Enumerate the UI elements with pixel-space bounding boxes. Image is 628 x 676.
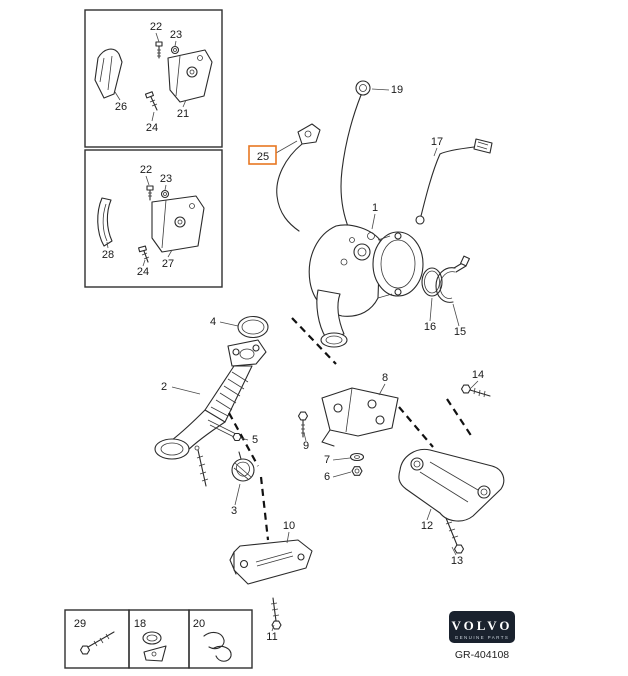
drawing-number: GR-404108 (455, 649, 509, 661)
part-23-nut (170, 45, 180, 55)
part-13-bolt (445, 517, 465, 554)
callout-23-a[interactable]: 23 (170, 29, 182, 41)
part-8-bracket (321, 387, 399, 447)
callout-6[interactable]: 6 (324, 471, 330, 483)
callout-20[interactable]: 20 (193, 618, 205, 630)
part-15-clamp (435, 255, 470, 303)
leader-lines (106, 32, 479, 632)
part-29-bolt (79, 631, 115, 655)
part-12-bracket (398, 448, 505, 522)
callout-19[interactable]: 19 (391, 84, 403, 96)
part-20-clip-kit (203, 631, 232, 662)
part-1-catalytic-converter (308, 224, 424, 348)
part-25-oxygen-sensor (276, 123, 321, 232)
callout-labels: 22 23 26 24 21 22 23 28 24 27 19 25 17 1… (74, 21, 484, 643)
callout-22-b[interactable]: 22 (140, 164, 152, 176)
inset-top-left-box (84, 9, 223, 148)
volvo-logo-box (449, 611, 515, 643)
part-10-bracket (229, 539, 313, 585)
callout-4[interactable]: 4 (210, 316, 216, 328)
part-26-heat-shield (94, 48, 123, 99)
callout-24-b[interactable]: 24 (137, 266, 149, 278)
callout-14[interactable]: 14 (472, 369, 484, 381)
part-14-bolt (460, 384, 491, 398)
callout-3[interactable]: 3 (231, 505, 237, 517)
part-22-bolt (146, 185, 154, 201)
part-9-bolt (297, 411, 309, 438)
volvo-logo: VOLVO GENUINE PARTS (449, 611, 515, 643)
part-27-bracket (151, 195, 205, 253)
brand-name: VOLVO (452, 618, 513, 633)
part-24-bolt (138, 245, 150, 263)
callout-9[interactable]: 9 (303, 440, 309, 452)
callout-21[interactable]: 21 (177, 108, 189, 120)
part-16-seal-ring (421, 267, 443, 297)
callout-5[interactable]: 5 (252, 434, 258, 446)
part-3-rubber-hanger (231, 451, 255, 482)
inset-box-20 (188, 609, 253, 669)
part-19-sensor (340, 80, 371, 230)
alignment-dashed-lines (228, 317, 473, 541)
part-2-flex-pipe (154, 339, 267, 487)
callout-28[interactable]: 28 (102, 249, 114, 261)
callout-7[interactable]: 7 (324, 454, 330, 466)
callout-17[interactable]: 17 (431, 136, 443, 148)
callout-12[interactable]: 12 (421, 520, 433, 532)
brand-tagline: GENUINE PARTS (455, 635, 510, 640)
part-17-sensor (415, 138, 493, 225)
callout-15[interactable]: 15 (454, 326, 466, 338)
part-7-washer (349, 452, 365, 462)
callout-26[interactable]: 26 (115, 101, 127, 113)
callout-23-b[interactable]: 23 (160, 173, 172, 185)
part-22-bolt (155, 41, 163, 59)
callout-27[interactable]: 27 (162, 258, 174, 270)
part-6-nut (351, 466, 363, 476)
part-24-bolt (144, 91, 158, 111)
callout-1[interactable]: 1 (372, 202, 378, 214)
highlight-box-25 (248, 145, 277, 165)
callout-22-a[interactable]: 22 (150, 21, 162, 33)
callout-16[interactable]: 16 (424, 321, 436, 333)
callout-25[interactable]: 25 (257, 151, 269, 163)
part-18-clamp-kit (142, 631, 167, 662)
part-21-bracket (167, 49, 213, 103)
inset-box-18 (128, 609, 190, 669)
part-4-gasket (237, 315, 269, 339)
callout-13[interactable]: 13 (451, 555, 463, 567)
part-23-nut (160, 189, 170, 199)
callout-29[interactable]: 29 (74, 618, 86, 630)
part-28-bracket (97, 197, 113, 247)
part-5-nut (232, 432, 242, 442)
inset-mid-left-box (84, 149, 223, 288)
callout-2[interactable]: 2 (161, 381, 167, 393)
callout-24-a[interactable]: 24 (146, 122, 158, 134)
callout-8[interactable]: 8 (382, 372, 388, 384)
callout-10[interactable]: 10 (283, 520, 295, 532)
callout-18[interactable]: 18 (134, 618, 146, 630)
callout-11[interactable]: 11 (266, 631, 277, 643)
part-11-bolt (270, 597, 282, 630)
